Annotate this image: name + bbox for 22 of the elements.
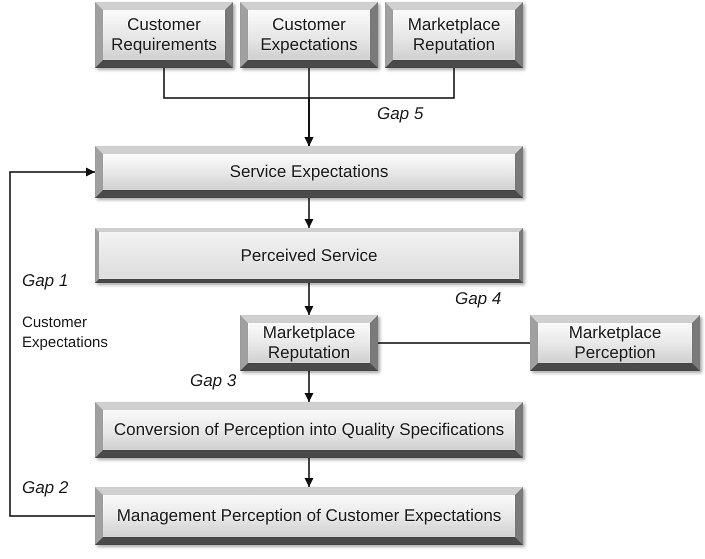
- arrow: [9, 168, 95, 517]
- gap-label: Gap 3: [190, 370, 238, 392]
- process-box: Service Expectations: [95, 146, 523, 198]
- process-box: Perceived Service: [95, 228, 523, 283]
- arrow: [304, 458, 314, 487]
- arrow: [304, 371, 314, 402]
- gap-label: Gap 1: [22, 270, 70, 292]
- connector-line: [378, 342, 530, 344]
- gap-label: Gap 4: [455, 288, 502, 310]
- arrow: [304, 198, 314, 228]
- process-box: Customer Expectations: [240, 2, 378, 68]
- process-box: Conversion of Perception into Quality Specifications: [95, 402, 523, 458]
- arrow: [304, 68, 455, 146]
- gap-label: Gap 2: [22, 477, 70, 499]
- process-box: Management Perception of Customer Expectations: [95, 487, 523, 545]
- process-box: Marketplace Reputation: [385, 2, 523, 68]
- annotation-text: Customer Expectations: [22, 313, 109, 352]
- gap-label: Gap 5: [377, 103, 424, 125]
- process-box: Marketplace Reputation: [240, 315, 378, 371]
- process-box: Customer Requirements: [95, 2, 233, 68]
- arrow: [304, 283, 314, 315]
- process-box: Marketplace Perception: [530, 315, 700, 371]
